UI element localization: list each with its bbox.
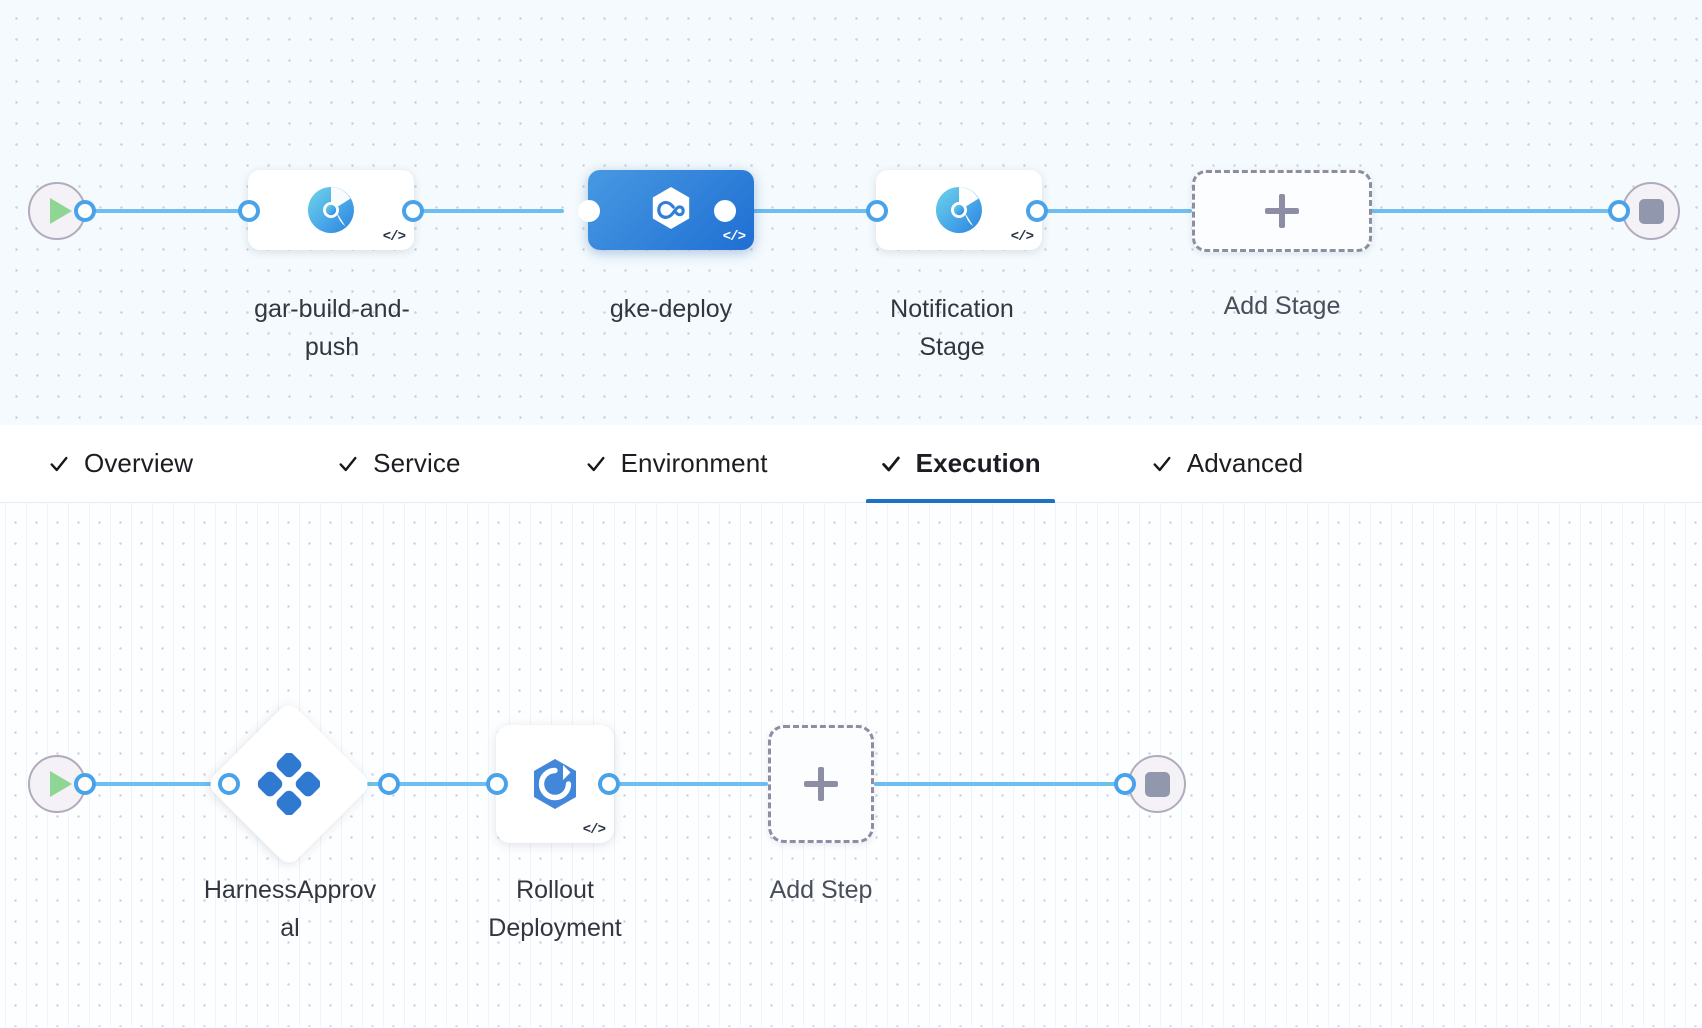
plus-icon bbox=[1265, 194, 1299, 228]
check-icon bbox=[1153, 456, 1171, 471]
stage2-output-port[interactable] bbox=[714, 200, 736, 222]
stage-stop-node[interactable] bbox=[1622, 182, 1680, 240]
tab-label: Advanced bbox=[1186, 448, 1304, 478]
stage-config-tabs[interactable]: Overview Service Environment Execution A… bbox=[0, 425, 1702, 504]
tab-advanced[interactable]: Advanced bbox=[1125, 425, 1329, 503]
connector-start-to-stage1 bbox=[78, 209, 248, 213]
approval-input-port[interactable] bbox=[218, 773, 240, 795]
step-label-rollout-deployment: Rollout Deployment bbox=[488, 876, 622, 942]
harness-infinity-hex-icon bbox=[652, 187, 690, 229]
approval-output-port[interactable] bbox=[378, 773, 400, 795]
stage-label-notification-stage: Notification Stage bbox=[890, 295, 1014, 361]
add-stage-button[interactable] bbox=[1192, 170, 1372, 252]
connector-approval-to-rollout bbox=[366, 782, 514, 786]
stop-square-icon bbox=[1638, 198, 1664, 224]
tab-label: Service bbox=[373, 448, 461, 478]
stage-node-notification-stage[interactable]: </> bbox=[876, 170, 1042, 250]
connector-start-to-approval bbox=[78, 782, 230, 786]
check-icon bbox=[587, 456, 605, 471]
plus-icon bbox=[804, 767, 838, 801]
tab-service[interactable]: Service bbox=[311, 425, 486, 503]
execution-graph-canvas[interactable]: HarnessApprov al </> Rollout Deployment … bbox=[0, 503, 1702, 1027]
check-icon bbox=[339, 456, 357, 471]
stage-node-gar-build-and-push[interactable]: </> bbox=[248, 170, 414, 250]
harness-approval-quad-diamond-icon bbox=[258, 753, 320, 815]
step-node-rollout-deployment[interactable]: </> bbox=[496, 725, 614, 843]
stage-yaml-badge[interactable]: </> bbox=[1010, 229, 1034, 245]
stage1-output-port[interactable] bbox=[402, 200, 424, 222]
tab-label: Environment bbox=[620, 448, 768, 478]
stage3-output-port[interactable] bbox=[1026, 200, 1048, 222]
tab-label: Overview bbox=[84, 448, 194, 478]
stage-stop-input-port[interactable] bbox=[1608, 200, 1630, 222]
stage-label-gar-build-and-push: gar-build-and- push bbox=[254, 295, 410, 361]
play-icon bbox=[49, 198, 72, 224]
check-icon bbox=[881, 456, 900, 471]
stage-yaml-badge[interactable]: </> bbox=[382, 229, 406, 245]
add-stage-label: Add Stage bbox=[1223, 292, 1341, 320]
harness-cd-donut-icon bbox=[307, 187, 354, 233]
harness-cd-donut-icon bbox=[935, 187, 982, 233]
connector-stage3-to-addstage bbox=[1012, 209, 1192, 213]
tab-environment[interactable]: Environment bbox=[559, 425, 794, 503]
stage-icon-wrap bbox=[876, 170, 1042, 250]
stage2-input-port[interactable] bbox=[578, 200, 600, 222]
step-start-output-port[interactable] bbox=[74, 773, 96, 795]
stage-icon-wrap bbox=[248, 170, 414, 250]
tab-label: Execution bbox=[915, 448, 1041, 478]
step-label-harness-approval: HarnessApprov al bbox=[203, 876, 377, 942]
stop-square-icon bbox=[1144, 771, 1170, 797]
step-yaml-badge[interactable]: </> bbox=[582, 822, 606, 838]
connector-stage1-to-stage2 bbox=[388, 209, 564, 213]
stage-start-output-port[interactable] bbox=[74, 200, 96, 222]
step-stop-input-port[interactable] bbox=[1114, 773, 1136, 795]
connector-stage2-to-stage3 bbox=[700, 209, 876, 213]
tab-overview[interactable]: Overview bbox=[22, 425, 219, 503]
stage-graph-canvas[interactable]: </> gar-build-and- push </> gke-deploy bbox=[0, 0, 1702, 425]
add-step-label: Add Step bbox=[769, 876, 873, 904]
play-icon bbox=[49, 771, 72, 797]
connector-addstage-to-stop bbox=[1330, 209, 1620, 213]
stage3-input-port[interactable] bbox=[866, 200, 888, 222]
kubernetes-rollout-hex-icon bbox=[534, 759, 576, 809]
connector-rollout-to-addstep bbox=[608, 782, 768, 786]
rollout-output-port[interactable] bbox=[598, 773, 620, 795]
stage1-input-port[interactable] bbox=[238, 200, 260, 222]
step-stop-node[interactable] bbox=[1128, 755, 1186, 813]
rollout-input-port[interactable] bbox=[486, 773, 508, 795]
add-step-button[interactable] bbox=[768, 725, 874, 843]
stage-yaml-badge[interactable]: </> bbox=[722, 229, 746, 245]
stage-label-gke-deploy: gke-deploy bbox=[609, 295, 733, 323]
stage-icon-wrap bbox=[588, 170, 754, 250]
tab-execution[interactable]: Execution bbox=[854, 425, 1067, 504]
step-icon-wrap bbox=[255, 750, 323, 818]
check-icon bbox=[50, 456, 68, 471]
connector-addstep-to-stop bbox=[874, 782, 1124, 786]
